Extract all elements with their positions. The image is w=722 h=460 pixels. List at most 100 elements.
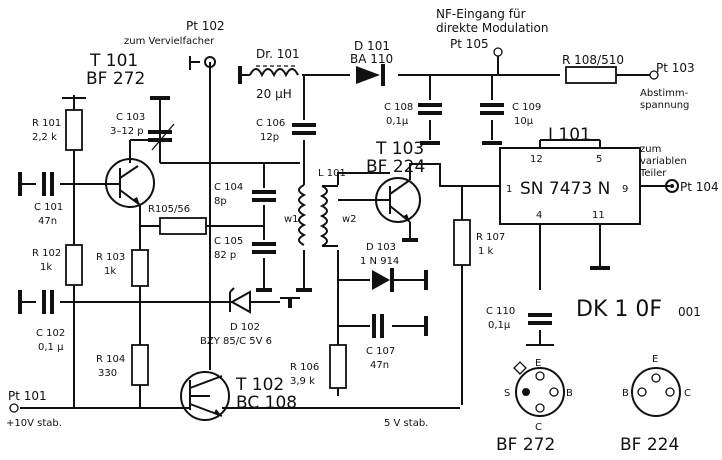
ic-i101 — [499, 147, 641, 225]
t102-ref: T 102 — [235, 375, 284, 395]
d103-ref: D 103 — [366, 242, 396, 253]
c103-ref: C 103 — [116, 112, 145, 123]
capacitor-c109 — [480, 103, 504, 115]
dk-code-main: DK 1 0F — [576, 297, 662, 322]
c106-val: 12p — [260, 132, 279, 143]
c101-ref: C 101 — [34, 202, 63, 213]
resistor-r108 — [565, 66, 617, 84]
pinout1-label: BF 272 — [496, 435, 555, 455]
wiring — [20, 62, 670, 409]
c109-ref: C 109 — [512, 102, 541, 113]
d103-type: 1 N 914 — [360, 256, 399, 267]
r106-ref: R 106 — [290, 362, 319, 373]
l101-ref: L 101 — [318, 168, 346, 179]
capacitor-c104 — [252, 190, 276, 202]
pt103-ref: Pt 103 — [656, 61, 695, 75]
t101-ref: T 101 — [89, 51, 138, 71]
d101-ref: D 101 — [354, 39, 390, 53]
coil-w1: w1 — [284, 214, 299, 225]
i101-ref: I 101 — [548, 125, 591, 145]
capacitor-c110 — [528, 313, 552, 325]
t103-type: BF 224 — [366, 157, 425, 177]
d102-type: BZY 85/C 5V 6 — [200, 336, 272, 347]
c101-val: 47n — [38, 216, 57, 227]
r103-ref: R 103 — [96, 252, 125, 263]
r101-ref: R 101 — [32, 118, 61, 129]
pinout-bf224 — [631, 367, 681, 417]
r107-ref: R 107 — [476, 232, 505, 243]
r102-ref: R 102 — [32, 248, 61, 259]
transistor-t102 — [180, 371, 230, 421]
transistor-t103 — [375, 177, 421, 223]
pinout-bf272 — [513, 361, 565, 417]
c105-ref: C 105 — [214, 236, 243, 247]
resistor-r102 — [65, 244, 83, 286]
c104-ref: C 104 — [214, 182, 243, 193]
capacitor-c103 — [148, 123, 175, 151]
r107-val: 1 k — [478, 246, 494, 257]
pinout1-e: E — [535, 358, 541, 369]
i101-type: SN 7473 N — [520, 179, 610, 199]
capacitor-c106 — [292, 123, 316, 135]
c104-val: 8p — [214, 196, 227, 207]
resistor-r103 — [131, 249, 149, 287]
capacitor-c107 — [372, 314, 384, 338]
pinout2-e: E — [652, 354, 658, 365]
resistor-r107 — [453, 219, 471, 266]
capacitor-c108 — [418, 103, 442, 115]
r105-ref: R105/56 — [148, 204, 190, 215]
pt103-desc-1: Abstimm- — [640, 88, 689, 99]
d101-type: BA 110 — [350, 52, 393, 66]
nf-desc-2: direkte Modulation — [436, 21, 548, 35]
r108-ref: R 108/510 — [562, 53, 624, 67]
dr101-val: 20 µH — [256, 87, 292, 101]
dk-code-sub: 001 — [678, 305, 701, 319]
c108-val: 0,1µ — [386, 116, 409, 127]
inductor-dr101 — [249, 65, 299, 78]
c107-ref: C 107 — [366, 346, 395, 357]
ic-pin-9: 9 — [622, 184, 628, 195]
r101-val: 2,2 k — [32, 132, 57, 143]
coil-l101 — [298, 184, 338, 247]
pt105-ref: Pt 105 — [450, 37, 489, 51]
r104-val: 330 — [98, 368, 117, 379]
c105-val: 82 p — [214, 250, 236, 261]
diode-d102 — [229, 287, 251, 314]
c109-val: 10µ — [514, 116, 534, 127]
resistor-r106 — [329, 344, 347, 389]
pt103-desc-2: spannung — [640, 100, 689, 111]
c106-ref: C 106 — [256, 118, 285, 129]
pt104-desc-1: zum — [640, 144, 661, 155]
ic-pin-1: 1 — [506, 184, 512, 195]
diode-d101 — [356, 64, 385, 86]
pt104-desc-3: Teiler — [639, 168, 667, 179]
capacitor-c102 — [42, 290, 54, 314]
pt104-ref: Pt 104 — [680, 180, 719, 194]
labels: T 101 BF 272 Pt 102 zum Vervielfacher NF… — [6, 7, 719, 455]
transistor-t101 — [105, 158, 155, 208]
t101-type: BF 272 — [86, 69, 145, 89]
capacitor-c105 — [252, 242, 276, 254]
pinout1-b: B — [566, 388, 573, 399]
t102-type: BC 108 — [236, 393, 297, 413]
coil-w2: w2 — [342, 214, 357, 225]
pt104-desc-2: variablen — [640, 156, 687, 167]
capacitor-c101 — [42, 172, 54, 196]
pinout2-label: BF 224 — [620, 435, 679, 455]
pinout1-s: S — [504, 388, 510, 399]
c110-val: 0,1µ — [488, 320, 511, 331]
d102-ref: D 102 — [230, 322, 260, 333]
r106-val: 3,9 k — [290, 376, 315, 387]
pinout2-b: B — [622, 388, 629, 399]
pinout1-c: C — [535, 422, 542, 433]
c102-ref: C 102 — [36, 328, 65, 339]
t103-ref: T 103 — [375, 139, 424, 159]
test-points — [9, 47, 679, 413]
pt101-ref: Pt 101 — [8, 389, 47, 403]
ic-pin-12: 12 — [530, 154, 543, 165]
c108-ref: C 108 — [384, 102, 413, 113]
c107-val: 47n — [370, 360, 389, 371]
resistor-r105 — [159, 217, 207, 235]
pt101-desc: +10V stab. — [6, 418, 62, 429]
